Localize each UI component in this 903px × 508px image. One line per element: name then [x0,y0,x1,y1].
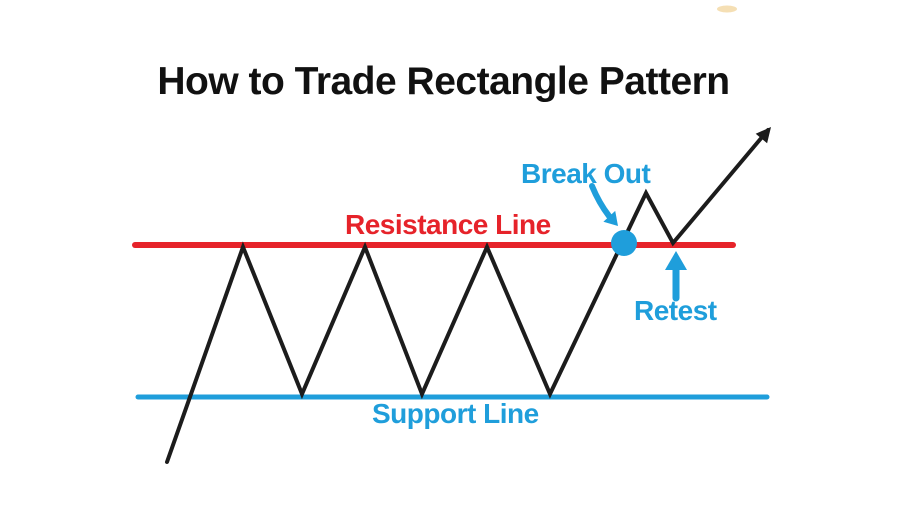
breakout-arrow [589,183,612,219]
breakout-arrow-head [603,210,618,226]
breakout-dot [611,230,637,256]
breakout-label: Break Out [521,158,651,189]
retest-label: Retest [634,295,717,326]
page-title: How to Trade Rectangle Pattern [157,60,730,103]
trend-arrow-head [755,127,771,144]
stain-artifact [717,5,737,13]
resistance-line-label: Resistance Line [345,209,551,240]
retest-arrow-head [665,251,687,270]
price-path [165,128,770,464]
support-line-label: Support Line [372,398,539,429]
